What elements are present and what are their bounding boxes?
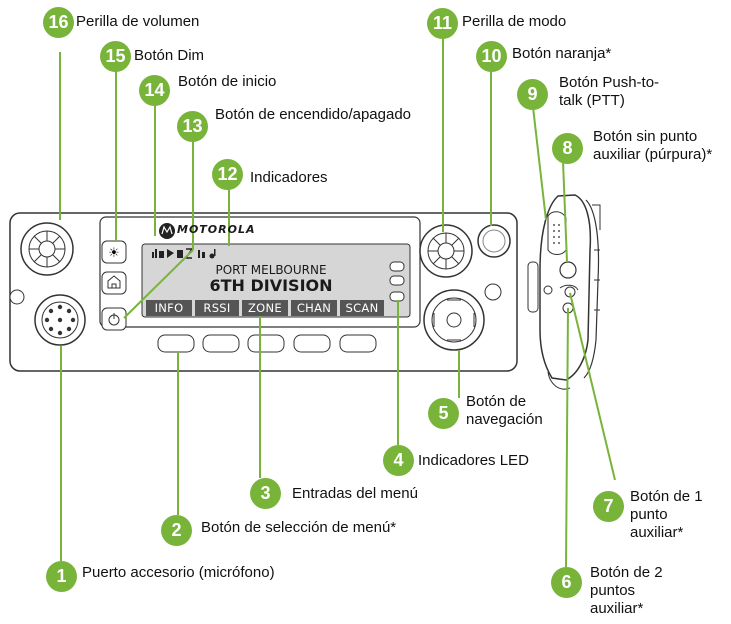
callout-label-6: Botón de 2 puntos auxiliar* xyxy=(590,564,663,617)
home-button xyxy=(101,271,127,295)
callout-badge-11: 11 xyxy=(427,8,458,39)
callout-label-5: Botón de navegación xyxy=(466,393,543,428)
softkey-scan[interactable]: SCAN xyxy=(340,300,384,316)
volume-knob xyxy=(20,222,74,276)
callout-label-1: Puerto accesorio (micrófono) xyxy=(82,564,275,581)
callout-label-12: Indicadores xyxy=(250,169,328,186)
callout-badge-4: 4 xyxy=(383,445,414,476)
leader-lines xyxy=(59,38,616,568)
mode-knob xyxy=(419,224,473,278)
callout-badge-1: 1 xyxy=(46,561,77,592)
callout-label-7: Botón de 1 punto auxiliar* xyxy=(630,488,703,541)
right-screw xyxy=(484,283,502,301)
menu-select-button-5 xyxy=(339,334,377,353)
callout-label-8: Botón sin punto auxiliar (púrpura)* xyxy=(593,128,713,163)
menu-select-button-4 xyxy=(293,334,331,353)
callout-badge-9: 9 xyxy=(517,79,548,110)
menu-select-button-2 xyxy=(202,334,240,353)
softkey-rssi[interactable]: RSSI xyxy=(195,300,239,316)
display-line-2: 6TH DIVISION xyxy=(209,276,333,295)
callout-label-4: Indicadores LED xyxy=(418,452,529,469)
callout-label-9: Botón Push-to-talk (PTT) xyxy=(559,74,660,109)
callout-badge-14: 14 xyxy=(139,75,170,106)
callout-label-15: Botón Dim xyxy=(134,47,205,64)
led-2 xyxy=(389,275,405,286)
callout-badge-3: 3 xyxy=(250,478,281,509)
menu-select-button-3 xyxy=(247,334,285,353)
navigation-button xyxy=(423,289,485,351)
menu-select-button-1 xyxy=(157,334,195,353)
softkey-chan[interactable]: CHAN xyxy=(291,300,337,316)
callout-badge-7: 7 xyxy=(593,491,624,522)
callout-badge-6: 6 xyxy=(551,567,582,598)
callout-label-2: Botón de selección de menú* xyxy=(201,519,397,536)
callout-label-11: Perilla de modo xyxy=(462,13,567,30)
callout-badge-2: 2 xyxy=(161,515,192,546)
callout-label-13: Botón de encendido/apagado xyxy=(215,106,412,123)
brand-name: MOTOROLA xyxy=(177,223,256,236)
lcd-screen xyxy=(141,243,411,318)
callout-badge-8: 8 xyxy=(552,133,583,164)
accessory-port xyxy=(34,294,86,346)
callout-badge-10: 10 xyxy=(476,41,507,72)
softkey-info[interactable]: INFO xyxy=(146,300,192,316)
callout-label-16: Perilla de volumen xyxy=(76,13,200,30)
callout-label-10: Botón naranja* xyxy=(512,45,612,62)
left-screw xyxy=(9,289,25,305)
callout-label-3: Entradas del menú xyxy=(292,485,418,502)
status-icons xyxy=(152,248,216,259)
callout-label-14: Botón de inicio xyxy=(178,73,277,90)
callout-badge-12: 12 xyxy=(212,159,243,190)
dim-button xyxy=(101,240,127,264)
callout-badge-15: 15 xyxy=(100,41,131,72)
svg-text:☀: ☀ xyxy=(108,246,120,261)
softkey-zone[interactable]: ZONE xyxy=(242,300,288,316)
display-line-1: PORT MELBOURNE xyxy=(215,263,327,277)
microphone xyxy=(527,194,601,390)
home-icon xyxy=(107,275,121,289)
callout-badge-16: 16 xyxy=(43,7,74,38)
callout-badge-5: 5 xyxy=(428,398,459,429)
led-1 xyxy=(389,261,405,272)
callout-badge-13: 13 xyxy=(177,111,208,142)
